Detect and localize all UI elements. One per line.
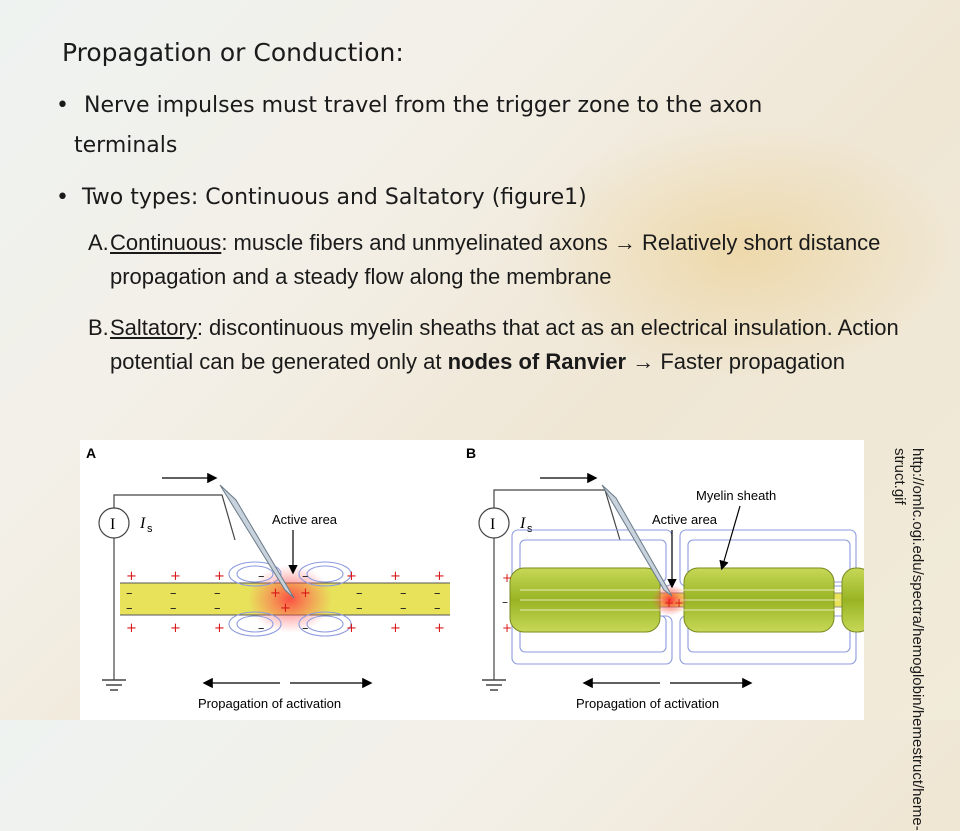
- svg-text:+: +: [502, 621, 512, 635]
- bullet-nerve-impulses: • Nerve impulses must travel from the tr…: [56, 86, 906, 166]
- bullet-text: Two types: Continuous and Saltatory (fig…: [82, 185, 587, 210]
- bullet-line2: terminals: [74, 133, 178, 158]
- item-saltatory: B. Saltatory: discontinuous myelin sheat…: [88, 311, 918, 379]
- source-url-text[interactable]: http://omlc.ogi.edu/spectra/hemoglobin/h…: [891, 448, 926, 831]
- slide-title: Propagation or Conduction:: [62, 38, 404, 67]
- propagation-figure: A I I s: [80, 440, 873, 720]
- panel-a-electrode: [219, 484, 295, 599]
- figure-svg: A I I s: [86, 445, 873, 711]
- item-text: : discontinuous myelin sheaths that act …: [110, 315, 899, 374]
- svg-text:+: +: [280, 601, 291, 616]
- svg-text:–: –: [258, 569, 265, 584]
- svg-text:–: –: [356, 601, 363, 616]
- item-text-after: → Faster propagation: [626, 349, 846, 374]
- svg-text:+: +: [390, 569, 401, 584]
- panel-b-meter-label: I: [490, 516, 495, 533]
- panel-a-wire: [113, 494, 236, 541]
- svg-text:+: +: [170, 569, 181, 584]
- svg-text:–: –: [302, 569, 309, 584]
- svg-text:–: –: [400, 586, 407, 601]
- svg-text:+: +: [674, 596, 684, 610]
- bullet-two-types: • Two types: Continuous and Saltatory (f…: [56, 178, 906, 218]
- svg-text:–: –: [170, 601, 177, 616]
- panel-a-ground-icon: [102, 679, 126, 691]
- panel-a-meter-label: I: [110, 516, 115, 533]
- svg-text:–: –: [502, 595, 508, 609]
- panel-b-wire: [493, 489, 621, 541]
- svg-text:–: –: [126, 586, 133, 601]
- item-term: Saltatory: [110, 315, 197, 340]
- svg-text:+: +: [502, 571, 512, 585]
- bullet-line1: Nerve impulses must travel from the trig…: [84, 93, 763, 118]
- svg-text:+: +: [346, 569, 357, 584]
- svg-text:+: +: [214, 569, 225, 584]
- item-label: B.: [88, 315, 109, 340]
- svg-text:+: +: [170, 621, 181, 636]
- item-text: : muscle fibers and unmyelinated axons →…: [110, 230, 881, 289]
- item-term: Continuous: [110, 230, 222, 255]
- svg-text:+: +: [126, 621, 137, 636]
- panel-b-sheath-pointer: [719, 505, 741, 571]
- panel-b-myelin-segment: [841, 567, 873, 633]
- svg-text:+: +: [434, 621, 445, 636]
- panel-b-electrode: [601, 484, 673, 597]
- svg-text:–: –: [258, 621, 265, 636]
- panel-a-current: I: [139, 515, 146, 532]
- svg-text:+: +: [664, 596, 674, 610]
- panel-a-active-label: Active area: [272, 512, 338, 527]
- panel-a-field-lines: [228, 561, 352, 637]
- svg-text:+: +: [390, 621, 401, 636]
- panel-a-letter: A: [86, 445, 96, 461]
- svg-text:+: +: [214, 621, 225, 636]
- panel-a-meter-icon: [98, 507, 130, 539]
- source-url[interactable]: http://omlc.ogi.edu/spectra/hemoglobin/h…: [872, 448, 926, 831]
- item-label: A.: [88, 230, 109, 255]
- svg-text:–: –: [356, 586, 363, 601]
- svg-text:+: +: [346, 621, 357, 636]
- svg-text:–: –: [302, 621, 309, 636]
- svg-text:–: –: [214, 586, 221, 601]
- svg-text:–: –: [400, 601, 407, 616]
- panel-b-ground-icon: [482, 679, 506, 691]
- panel-b-current-sub: s: [527, 523, 533, 535]
- panel-b-meter-icon: [478, 507, 510, 539]
- panel-b-bottom-label: Propagation of activation: [576, 696, 719, 711]
- panel-a-bottom-label: Propagation of activation: [198, 696, 341, 711]
- svg-text:–: –: [434, 601, 441, 616]
- svg-text:+: +: [300, 586, 311, 601]
- svg-text:–: –: [434, 586, 441, 601]
- item-bold-nodes: nodes of: [447, 349, 540, 374]
- svg-text:–: –: [126, 601, 133, 616]
- svg-text:+: +: [126, 569, 137, 584]
- bullet-dot: •: [56, 185, 69, 210]
- item-continuous: A. Continuous: muscle fibers and unmyeli…: [88, 226, 918, 294]
- panel-b-letter: B: [466, 445, 476, 461]
- panel-a-active-zone: [248, 565, 332, 633]
- svg-text:–: –: [170, 586, 177, 601]
- item-bold-ranvier: Ranvier: [545, 349, 627, 374]
- bullet-dot: •: [56, 93, 69, 118]
- panel-b-active-label: Active area: [652, 512, 718, 527]
- svg-text:–: –: [214, 601, 221, 616]
- background-glow: [520, 120, 960, 380]
- svg-text:+: +: [270, 586, 281, 601]
- svg-text:+: +: [434, 569, 445, 584]
- panel-b-sheath-label: Myelin sheath: [696, 488, 776, 503]
- panel-a-charge-signs: + + + – – + + + – – – + + – – – – – – + …: [126, 569, 445, 636]
- panel-b-charge-signs: + – + + +: [502, 571, 684, 635]
- panel-a-current-sub: s: [147, 523, 153, 535]
- panel-b-current: I: [519, 515, 526, 532]
- panel-b-active-node: [652, 584, 688, 616]
